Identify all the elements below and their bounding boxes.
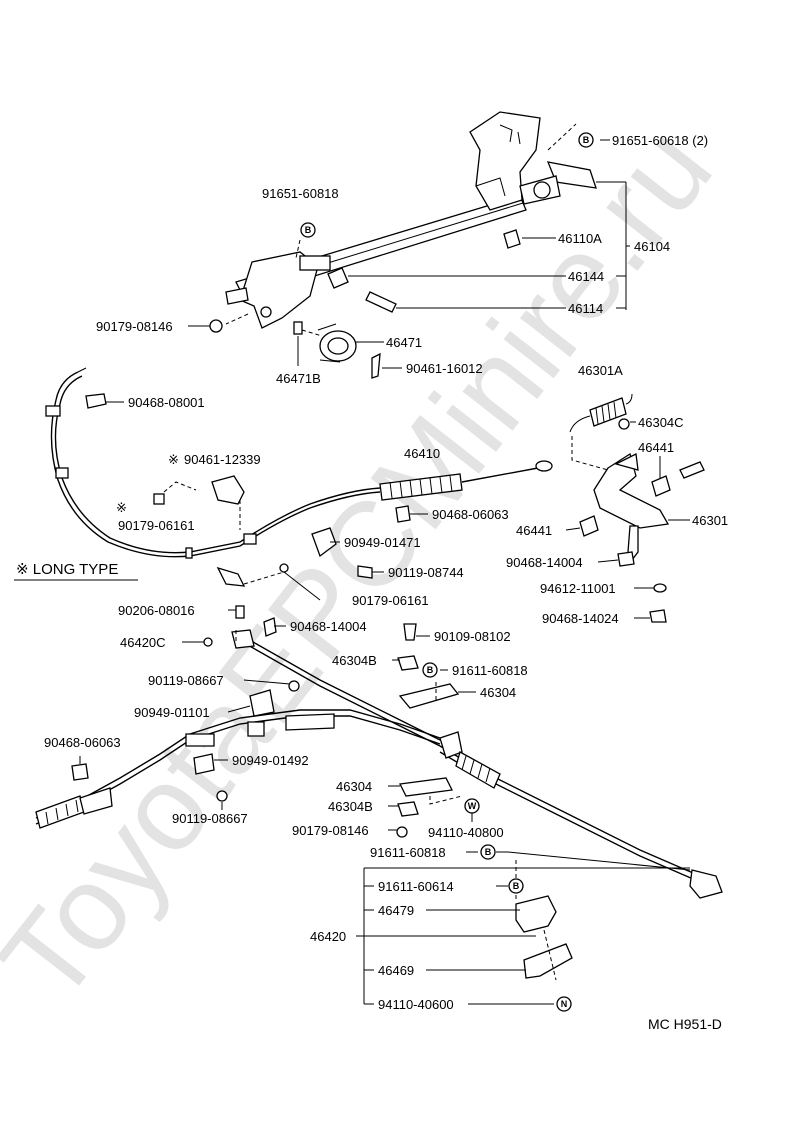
part-label: 91651-60618 (2)	[612, 133, 708, 148]
part-label: 46410	[404, 446, 440, 461]
part-label: 46479	[378, 903, 414, 918]
part-label: 46441	[638, 440, 674, 455]
asterisk-marker-2: ※	[116, 500, 127, 515]
svg-text:B: B	[305, 225, 312, 235]
part-label: 46304	[336, 779, 372, 794]
long-cable-drawing	[45, 367, 553, 587]
part-label: 46144	[568, 269, 604, 284]
part-label: 90179-06161	[352, 593, 429, 608]
part-label: 90179-06161	[118, 518, 195, 533]
part-label: 90179-08146	[292, 823, 369, 838]
part-label: 46469	[378, 963, 414, 978]
part-label: 46301A	[578, 363, 623, 378]
part-label: 90109-08102	[434, 629, 511, 644]
part-label: 90468-06063	[44, 735, 121, 750]
marker-n: N	[556, 996, 572, 1012]
part-label: 90468-06063	[432, 507, 509, 522]
svg-text:N: N	[561, 999, 568, 1009]
long-type-label: ※ LONG TYPE	[16, 561, 118, 578]
part-label: 90461-12339	[184, 452, 261, 467]
part-label: 46114	[568, 301, 603, 316]
part-label: 90949-01101	[134, 705, 210, 720]
part-label: 90949-01471	[344, 535, 421, 550]
part-label: 91611-60818	[452, 663, 528, 678]
svg-text:B: B	[513, 881, 520, 891]
part-label: 46304	[480, 685, 516, 700]
svg-text:B: B	[583, 135, 590, 145]
part-label: 90468-14004	[506, 555, 583, 570]
lever-assembly-drawing	[209, 111, 597, 379]
part-label: 46304B	[332, 653, 377, 668]
svg-text:B: B	[427, 665, 434, 675]
part-label: 46420C	[120, 635, 166, 650]
part-labels: 91651-60618 (2) 91651-60818 46110A 46104…	[44, 133, 728, 1012]
part-label: 90206-08016	[118, 603, 195, 618]
part-label: 91611-60818	[370, 845, 446, 860]
part-label: 46110A	[558, 231, 602, 246]
equalizer-drawing	[569, 393, 705, 623]
part-label: 90468-08001	[128, 395, 205, 410]
part-label: 90119-08667	[148, 673, 224, 688]
part-label: 46304C	[638, 415, 684, 430]
part-label: 91611-60614	[378, 879, 454, 894]
part-label: 90461-16012	[406, 361, 483, 376]
part-label: 94110-40600	[378, 997, 454, 1012]
marker-b-5: B	[508, 878, 524, 894]
part-label: 90179-08146	[96, 319, 173, 334]
marker-b-1: B	[578, 132, 594, 148]
asterisk-marker-1: ※	[168, 452, 179, 467]
marker-w: W	[464, 798, 480, 814]
part-label: 46301	[692, 513, 728, 528]
marker-b-4: B	[480, 844, 496, 860]
part-label: 46471	[386, 335, 422, 350]
part-label: 46420	[310, 929, 346, 944]
part-label: 46104	[634, 239, 670, 254]
part-label: 46471B	[276, 371, 321, 386]
marker-b-3: B	[422, 662, 438, 678]
leader-lines	[79, 139, 691, 1005]
part-label: 90949-01492	[232, 753, 309, 768]
part-label: 90119-08744	[388, 565, 464, 580]
part-label: 94612-11001	[540, 581, 616, 596]
part-label: 46441	[516, 523, 552, 538]
svg-text:B: B	[485, 847, 492, 857]
rear-cables-drawing	[35, 605, 723, 981]
figure-code: MC H951-D	[648, 1016, 722, 1032]
part-label: 90468-14004	[290, 619, 367, 634]
part-label: 90119-08667	[172, 811, 248, 826]
marker-b-2: B	[300, 222, 316, 238]
svg-text:W: W	[468, 801, 477, 811]
part-label: 91651-60818	[262, 186, 339, 201]
part-label: 90468-14024	[542, 611, 619, 626]
part-label: 46304B	[328, 799, 373, 814]
part-label: 94110-40800	[428, 825, 504, 840]
